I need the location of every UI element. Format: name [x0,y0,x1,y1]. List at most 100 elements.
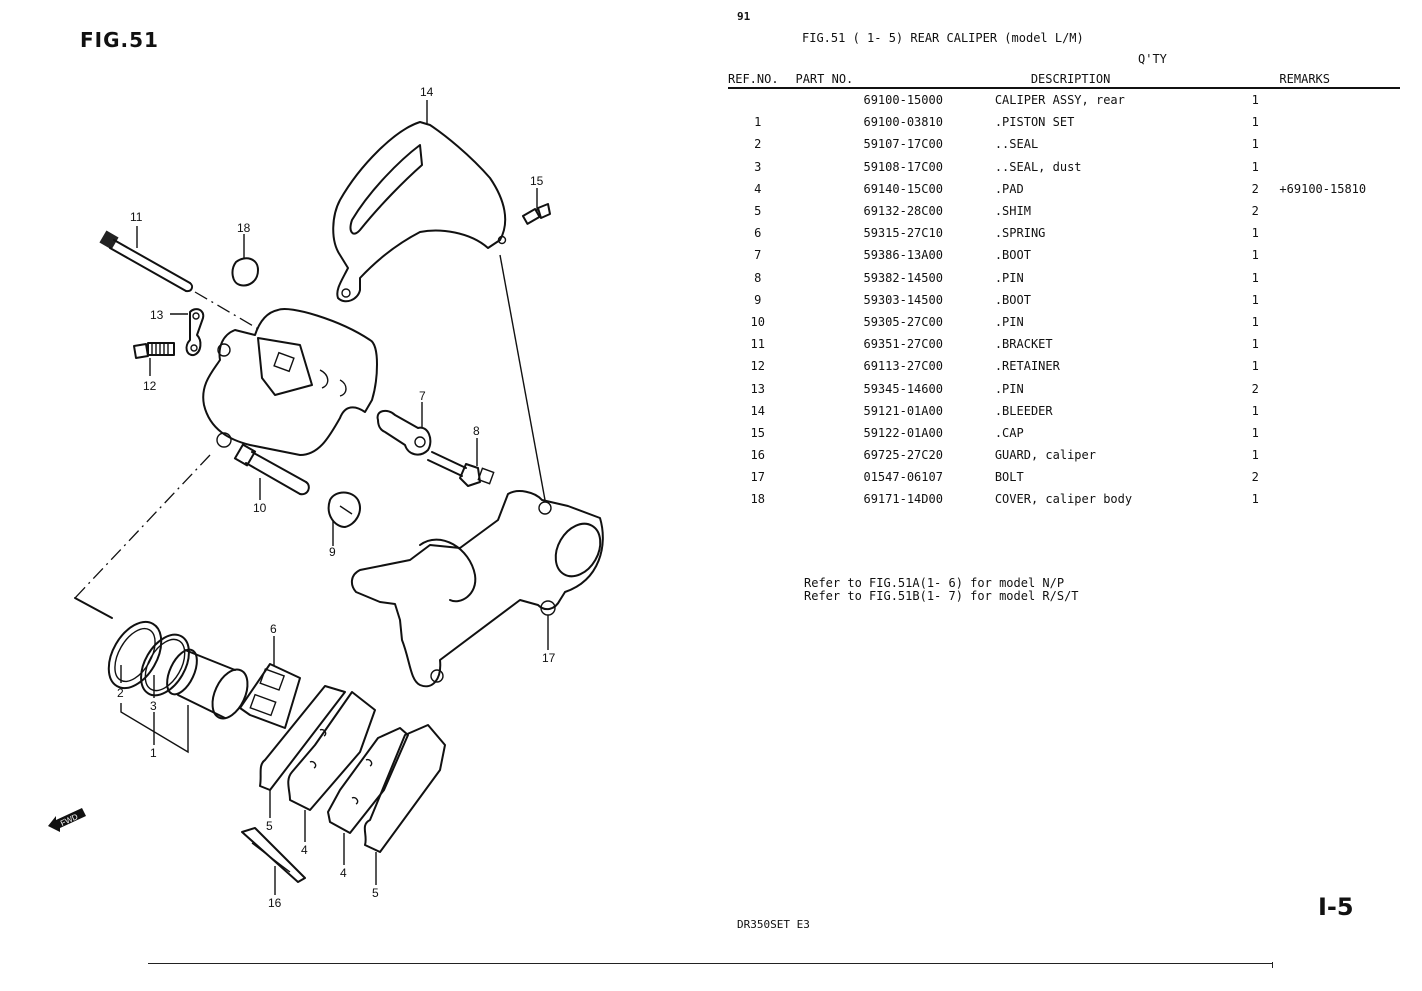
remarks-cell [1279,156,1400,178]
part-no-cell: 69140-15C00 [863,181,943,196]
ref-no-cell: 6 [754,226,762,241]
col-part-no: PART NO. [787,70,981,89]
description-cell: .SPRING [994,226,1046,241]
remarks-cell [1279,244,1400,266]
remarks-cell [1279,333,1400,355]
description-cell: ..SEAL, dust [994,159,1082,174]
qty-cell: 1 [1251,292,1259,307]
col-ref-no: REF.NO. [728,70,788,89]
part-no-cell: 01547-06107 [863,470,943,485]
part-bracket-11 [350,490,604,688]
qty-cell: 2 [1251,470,1259,485]
col-remarks: REMARKS [1279,70,1400,89]
part-guard-16 [332,121,507,303]
callout-10: 10 [253,501,267,515]
qty-cell: 2 [1251,181,1259,196]
part-boot-9 [327,491,361,528]
figure-title: FIG.51 ( 1- 5) REAR CALIPER (model L/M) [802,31,1084,45]
forward-arrow-icon: FWD [48,808,86,832]
part-pin-13 [99,230,194,293]
description-cell: .PIN [994,314,1024,329]
ref-no-cell: 9 [754,292,762,307]
part-no-cell: 59382-14500 [863,270,943,285]
part-bolt-17 [521,203,551,225]
part-no-cell: 59345-14600 [863,381,943,396]
part-cap-15 [185,308,205,357]
part-seal-2 [107,620,163,690]
description-cell: .BRACKET [994,337,1053,352]
callout-3: 3 [150,699,157,713]
ref-no-cell: 15 [750,425,765,440]
callout-2: 2 [117,686,124,700]
table-header-row: REF.NO. PART NO. DESCRIPTION REMARKS [728,70,1400,89]
description-cell: .BOOT [994,292,1031,307]
remarks-cell [1279,311,1400,333]
ref-no-cell: 16 [750,448,765,463]
part-bleeder-14 [133,342,175,359]
ref-no-cell: 4 [754,181,762,196]
part-no-cell: 59121-01A00 [863,403,943,418]
remarks-cell [1279,355,1400,377]
part-no-cell: 69171-14D00 [863,492,943,507]
ref-no-cell: 10 [750,314,765,329]
description-cell: ..SEAL [994,137,1039,152]
description-cell: CALIPER ASSY, rear [994,93,1125,108]
description-cell: COVER, caliper body [994,492,1133,507]
qty-cell: 1 [1251,425,1259,440]
qty-cell: 1 [1251,337,1259,352]
model-code: DR350SET E3 [737,918,810,931]
part-no-cell: 69113-27C00 [863,359,943,374]
callout-14: 12 [143,379,157,393]
remarks-cell [1279,422,1400,444]
part-no-cell: 59386-13A00 [863,248,943,263]
part-pin-8 [427,451,495,487]
remarks-cell [1279,222,1400,244]
description-cell: .PIN [994,270,1024,285]
callout-8: 8 [473,424,480,438]
description-cell: .RETAINER [994,359,1060,374]
ref-no-cell: 14 [750,403,765,418]
ref-no-cell [728,88,787,111]
callout-9: 9 [329,545,336,559]
ref-no-cell: 7 [754,248,762,263]
description-cell: .BLEEDER [994,403,1053,418]
part-spring-6 [239,663,301,729]
page-number: 91 [737,10,751,23]
col-description: DESCRIPTION [980,70,1231,89]
callout-6: 6 [270,622,277,636]
qty-cell: 1 [1251,226,1259,241]
callout-13: 11 [130,210,143,224]
description-cell: .PIN [994,381,1024,396]
qty-cell: 2 [1251,204,1259,219]
part-boot-7 [376,409,432,456]
qty-cell: 1 [1251,270,1259,285]
note-line: Refer to FIG.51A(1- 6) for model N/P [804,576,1065,590]
part-no-cell: 69100-03810 [863,115,943,130]
part-seal-dust-3 [140,633,190,697]
ref-no-cell: 2 [754,137,762,152]
ref-no-cell: 12 [750,359,765,374]
part-shim-5a [259,685,346,791]
fwd-label: FWD [59,812,80,828]
remarks-cell [1279,444,1400,466]
qty-cell: 1 [1251,248,1259,263]
figure-label: FIG.51 [80,28,159,52]
ref-no-cell: 3 [754,159,762,174]
part-no-cell: 69725-27C20 [863,448,943,463]
remarks-cell [1279,111,1400,133]
remarks-cell [1279,267,1400,289]
remarks-cell [1279,377,1400,399]
ref-no-cell: 11 [750,337,765,352]
description-cell: .BOOT [994,248,1031,263]
description-cell: .PISTON SET [994,115,1075,130]
callout-1: 1 [150,746,157,760]
